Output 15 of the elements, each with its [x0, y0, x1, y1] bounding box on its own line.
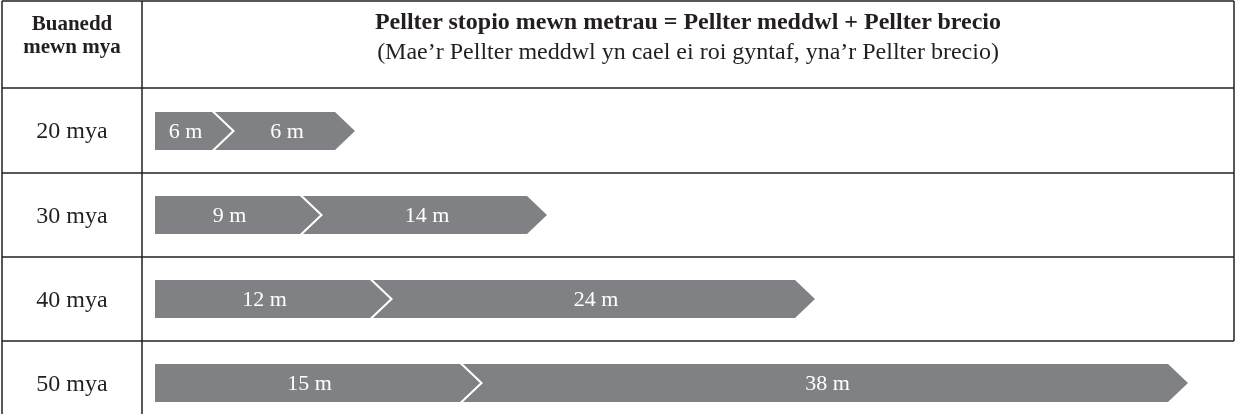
row-label: 20 mya: [35, 117, 109, 144]
distance-label: 9 m: [212, 202, 247, 228]
column-header: Buanedd mewn mya: [22, 12, 122, 59]
row-label: 50 mya: [35, 370, 109, 397]
column-header: Pellter stopio mewn metrau = Pellter meddwl + Pellter brecio: [373, 8, 1003, 35]
header-note: (Mae’r Pellter meddwl yn cael ei roi gyntaf, yna’r Pellter brecio): [376, 38, 1000, 65]
row-label: 30 mya: [35, 202, 109, 229]
distance-label: 14 m: [404, 202, 450, 228]
distance-label: 6 m: [168, 118, 203, 144]
distance-label: 6 m: [270, 118, 304, 144]
distance-label: 12 m: [242, 286, 287, 312]
distance-label: 24 m: [573, 286, 619, 312]
distance-label: 38 m: [805, 370, 850, 396]
distance-label: 15 m: [287, 370, 332, 396]
row-label: 40 mya: [35, 286, 109, 313]
